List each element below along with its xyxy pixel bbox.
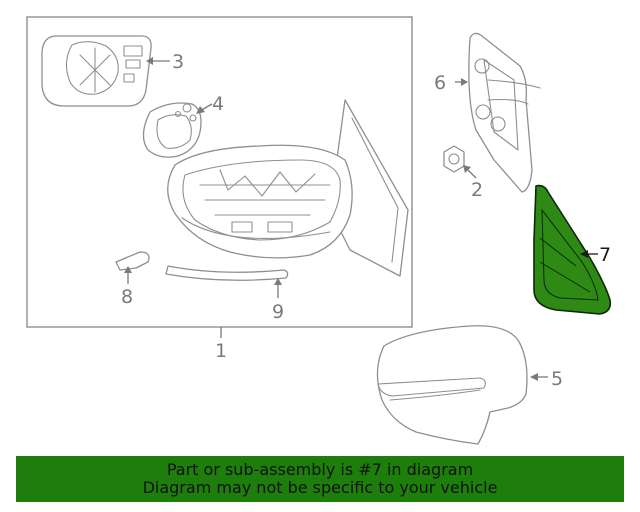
callout-2: 2	[471, 179, 483, 201]
callout-5: 5	[551, 368, 563, 390]
part-6-mounting-bracket[interactable]	[468, 32, 541, 193]
applicability-banner: Part or sub-assembly is #7 in diagram Di…	[16, 456, 624, 502]
part-4-actuator[interactable]	[142, 102, 202, 158]
assembly-frame	[26, 16, 413, 328]
callout-7: 7	[599, 244, 611, 266]
part-9-turn-signal-strip[interactable]	[165, 265, 289, 281]
banner-line-1: Part or sub-assembly is #7 in diagram	[166, 460, 474, 479]
callout-4: 4	[212, 93, 224, 115]
callout-9: 9	[272, 301, 284, 323]
part-5-mirror-cover[interactable]	[376, 325, 528, 445]
part-1-mirror-body[interactable]	[167, 99, 409, 277]
callout-8: 8	[121, 286, 133, 308]
part-8-clip[interactable]	[115, 251, 150, 271]
callout-3: 3	[172, 51, 184, 73]
part-3-mirror-glass[interactable]	[41, 35, 152, 107]
part-7-cover-highlighted[interactable]	[533, 184, 612, 315]
banner-line-2: Diagram may not be specific to your vehi…	[142, 478, 498, 497]
parts-diagram: 3 4 8 9 1	[26, 16, 612, 445]
part-2-nut[interactable]	[443, 145, 465, 173]
callout-6: 6	[434, 72, 446, 94]
callout-1: 1	[215, 340, 227, 362]
